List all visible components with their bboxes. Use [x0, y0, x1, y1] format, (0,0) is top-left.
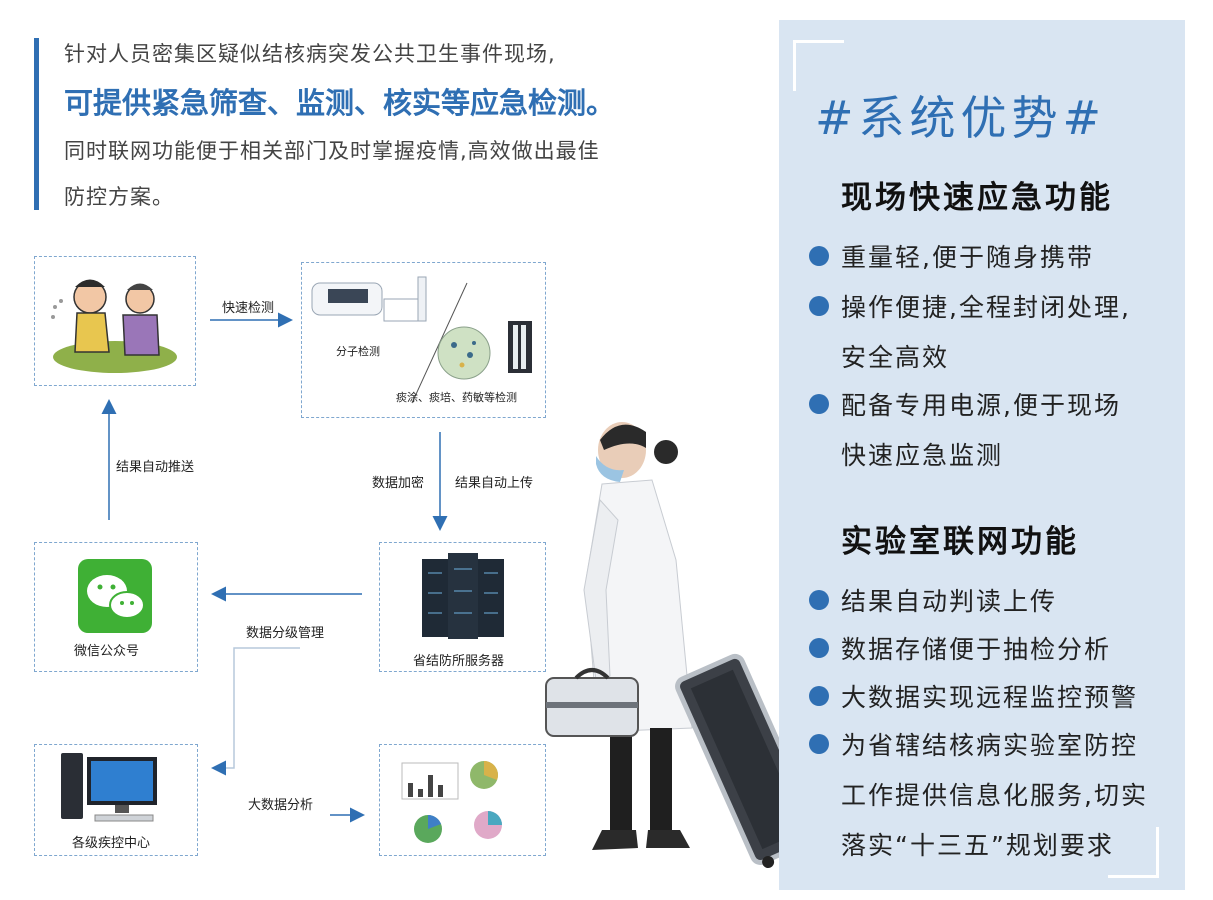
bullet-icon [809, 296, 829, 316]
onsite-item-3: 配备专用电源,便于现场 [841, 391, 1121, 420]
intro-headline: 可提供紧急筛查、监测、核实等应急检测。 [64, 86, 616, 120]
onsite-item-2: 操作便捷,全程封闭处理, [841, 293, 1131, 322]
molecular-detection-label: 分子检测 [336, 345, 380, 358]
panel-corner-top-left [793, 40, 844, 91]
server-box [379, 542, 546, 672]
wechat-icon [78, 559, 152, 633]
intro-accent-bar [34, 38, 39, 210]
lab-item-1: 结果自动判读上传 [841, 587, 1058, 616]
bullet-icon [809, 734, 829, 754]
analytics-charts-illustration [401, 761, 502, 843]
sputum-tests-label: 痰涂、痰培、药敏等检测 [396, 391, 517, 404]
bullet-icon [809, 394, 829, 414]
detection-devices-illustration [311, 276, 532, 404]
cdc-box [34, 744, 198, 856]
intro-line-4: 防控方案。 [64, 185, 174, 209]
onsite-item-2-cont: 安全高效 [841, 343, 950, 372]
fast-detect-label: 快速检测 [222, 301, 275, 316]
onsite-item-1: 重量轻,便于随身携带 [841, 243, 1094, 272]
lab-item-2: 数据存储便于抽检分析 [841, 635, 1112, 664]
wechat-box [34, 542, 198, 672]
cdc-label: 各级疾控中心 [72, 836, 151, 851]
advantages-panel: #系统优势# 现场快速应急功能 重量轻,便于随身携带 操作便捷,全程封闭处理, … [779, 20, 1185, 890]
server-rack-icon [422, 553, 504, 639]
bullet-icon [809, 638, 829, 658]
section-title-onsite: 现场快速应急功能 [841, 180, 1113, 216]
lab-item-4: 为省辖结核病实验室防控 [841, 731, 1139, 760]
lab-item-3: 大数据实现远程监控预警 [841, 683, 1139, 712]
intro-line-1: 针对人员密集区疑似结核病突发公共卫生事件现场, [64, 42, 556, 66]
bullet-icon [809, 686, 829, 706]
computer-icon [61, 753, 157, 822]
lab-item-4-cont-2: 落实“十三五”规划要求 [841, 831, 1114, 860]
panel-corner-bottom-right [1108, 827, 1159, 878]
detection-box [301, 262, 546, 418]
auto-upload-label: 结果自动上传 [455, 476, 534, 491]
bullet-icon [809, 590, 829, 610]
data-grading-label: 数据分级管理 [246, 626, 325, 641]
section-title-lab-network: 实验室联网功能 [841, 524, 1079, 560]
auto-push-label: 结果自动推送 [116, 460, 195, 475]
wechat-label: 微信公众号 [74, 644, 140, 659]
lab-item-4-cont: 工作提供信息化服务,切实 [841, 781, 1148, 810]
onsite-item-3-cont: 快速应急监测 [841, 441, 1004, 470]
intro-line-3: 同时联网功能便于相关部门及时掌握疫情,高效做出最佳 [64, 139, 600, 163]
analytics-box [379, 744, 546, 856]
flow-arrows [101, 312, 448, 823]
coughing-patients-illustration [51, 279, 177, 373]
bullet-icon [809, 246, 829, 266]
data-encrypt-label: 数据加密 [372, 476, 425, 491]
server-label: 省结防所服务器 [413, 654, 505, 669]
big-data-label: 大数据分析 [248, 798, 314, 813]
panel-title: #系统优势# [815, 91, 1107, 145]
patients-box [34, 256, 196, 386]
